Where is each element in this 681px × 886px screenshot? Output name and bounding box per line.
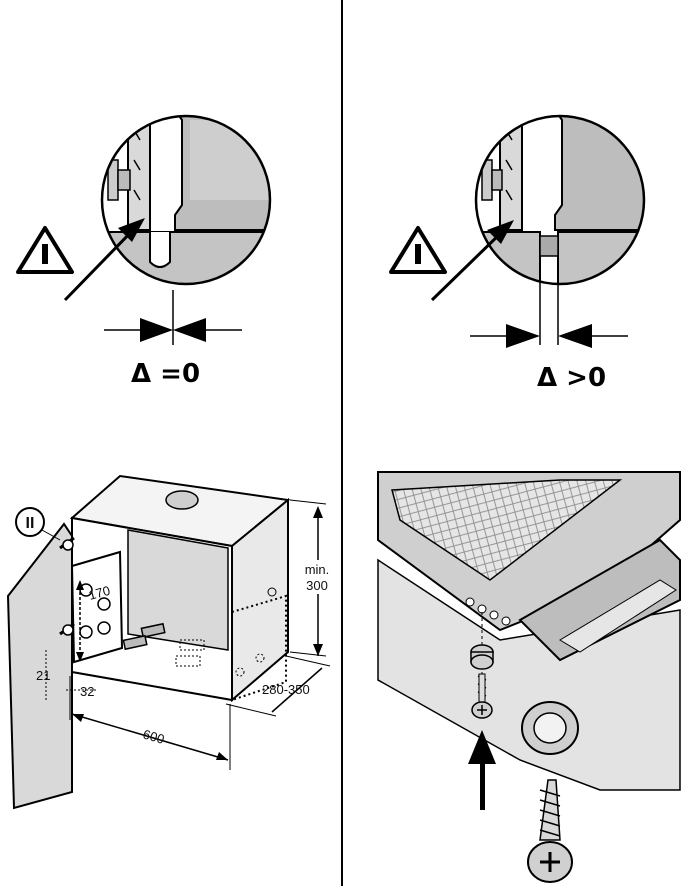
spacer-icon — [471, 645, 493, 669]
large-screw-icon — [528, 780, 572, 882]
dim-width: 600 — [141, 726, 166, 746]
dim-height-line2: 300 — [306, 578, 328, 593]
dim-depth: 280-350 — [262, 682, 310, 697]
warning-triangle-icon — [391, 228, 445, 272]
cabinet-dimension-drawing: II min. 300 280-350 600 170 21 32 — [8, 476, 332, 808]
dim-height-line1: min. — [305, 562, 330, 577]
dim-offset-side: 32 — [80, 684, 94, 699]
gap-label-zero: Δ =0 — [131, 359, 200, 389]
step-marker: II — [26, 515, 35, 532]
dim-offset-bottom: 21 — [36, 668, 50, 683]
ring-nut-icon — [522, 702, 578, 754]
detail-flush-door: Δ =0 — [18, 110, 280, 389]
filter-screw-detail — [378, 472, 680, 882]
gap-label-positive: Δ >0 — [537, 363, 606, 393]
warning-triangle-icon — [18, 228, 72, 272]
detail-gap-door: Δ >0 — [391, 110, 658, 393]
